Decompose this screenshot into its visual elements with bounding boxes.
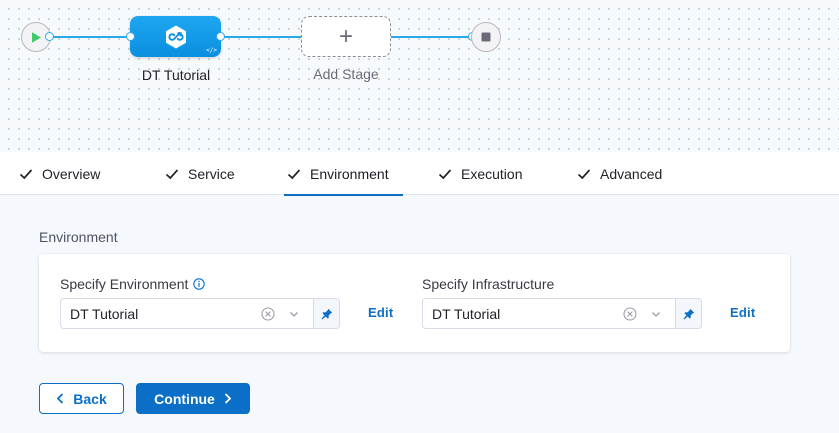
stage-code-badge: </>: [206, 47, 217, 54]
continue-button-label: Continue: [154, 391, 215, 407]
pipeline-end-node[interactable]: [471, 22, 501, 52]
pin-icon: [321, 308, 333, 320]
stage-node-dt-tutorial[interactable]: </>: [130, 16, 221, 57]
stage-input-port: [126, 32, 135, 41]
continue-button[interactable]: Continue: [136, 383, 250, 414]
add-stage-button[interactable]: +: [301, 16, 391, 57]
field-label-text: Specify Infrastructure: [422, 276, 554, 292]
pipeline-canvas: </> DT Tutorial + Add Stage: [0, 0, 839, 152]
stop-icon: [481, 32, 491, 42]
back-button-label: Back: [73, 391, 106, 407]
pin-icon: [683, 308, 695, 320]
back-button[interactable]: Back: [39, 383, 124, 414]
section-title: Environment: [39, 229, 118, 245]
pin-button[interactable]: [675, 299, 701, 328]
stage-output-port: [216, 32, 225, 41]
infrastructure-select-value: DT Tutorial: [423, 306, 623, 322]
field-label-text: Specify Environment: [60, 276, 188, 292]
check-icon: [165, 167, 179, 181]
edit-infrastructure-link[interactable]: Edit: [730, 305, 755, 320]
wire-start-to-stage: [50, 36, 130, 38]
check-icon: [287, 167, 301, 181]
clear-icon[interactable]: [261, 307, 275, 321]
tab-advanced[interactable]: Advanced: [577, 152, 662, 195]
environment-card: Specify Environment DT Tutorial Edit Spe…: [39, 254, 790, 352]
stage-tabs: Overview Service Environment Execution A…: [0, 152, 839, 195]
clear-icon[interactable]: [623, 307, 637, 321]
tab-service[interactable]: Service: [165, 152, 235, 195]
pin-button[interactable]: [313, 299, 339, 328]
tab-overview[interactable]: Overview: [19, 152, 100, 195]
wire-add-to-end: [391, 36, 472, 38]
edit-environment-link[interactable]: Edit: [368, 305, 393, 320]
add-stage-label: Add Stage: [291, 66, 401, 82]
check-icon: [438, 167, 452, 181]
start-port: [45, 32, 54, 41]
info-icon[interactable]: [193, 278, 205, 290]
tab-label: Execution: [461, 166, 522, 182]
infrastructure-select[interactable]: DT Tutorial: [422, 298, 702, 329]
specify-infrastructure-label: Specify Infrastructure: [422, 276, 554, 292]
stage-label: DT Tutorial: [120, 67, 232, 83]
tab-environment[interactable]: Environment: [284, 152, 403, 195]
specify-environment-label: Specify Environment: [60, 276, 205, 292]
tab-label: Advanced: [600, 166, 662, 182]
deployment-stage-icon: [163, 24, 189, 50]
tab-execution[interactable]: Execution: [438, 152, 522, 195]
check-icon: [577, 167, 591, 181]
tab-label: Service: [188, 166, 235, 182]
check-icon: [19, 167, 33, 181]
wire-stage-to-add: [221, 36, 301, 38]
play-icon: [30, 31, 42, 44]
environment-select-value: DT Tutorial: [61, 306, 261, 322]
tab-label: Environment: [310, 166, 389, 182]
chevron-down-icon[interactable]: [649, 307, 663, 321]
plus-icon: +: [339, 23, 353, 51]
chevron-down-icon[interactable]: [287, 307, 301, 321]
chevron-right-icon: [223, 393, 232, 404]
tab-label: Overview: [42, 166, 100, 182]
chevron-left-icon: [56, 393, 65, 404]
environment-select[interactable]: DT Tutorial: [60, 298, 340, 329]
